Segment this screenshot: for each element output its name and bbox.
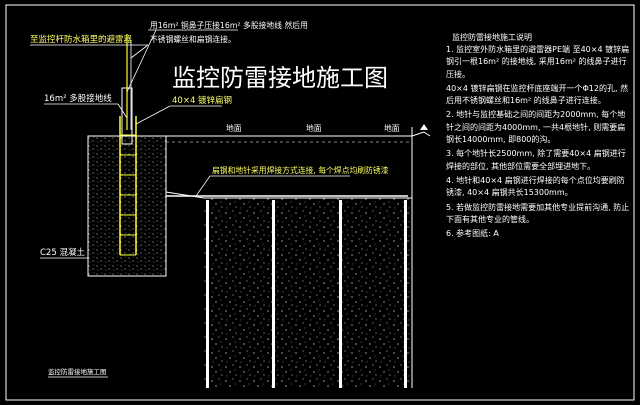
ground-rod (404, 200, 407, 388)
steel-40x4-label: 40×4 镀锌扁钢 (172, 95, 232, 106)
ground-rod (272, 200, 275, 388)
ground-rod (339, 200, 342, 388)
ground-label: 地面 (306, 123, 322, 133)
grounding-rods (206, 200, 407, 388)
construction-notes: 监控防雷接地施工说明 1. 监控室外防水箱里的避雷器PE端 至40×4 镀锌扁钢… (446, 32, 632, 240)
concrete-foundation (87, 135, 167, 277)
leader-lines (30, 29, 350, 259)
ground-rod (206, 200, 209, 388)
concrete-label: C25 混凝土 (40, 247, 85, 258)
pole-ladder (119, 34, 137, 256)
note-item: 1. 监控室外防水箱里的避雷器PE端 至40×4 镀锌扁钢引一根16m² 的接地… (446, 45, 630, 79)
ground-label: 地面 (226, 123, 242, 133)
crimp-note-1: 用16m² 铜鼻子压接16m² 多股接地线 然后用 (150, 20, 308, 30)
ground-line (166, 124, 431, 388)
weld-note: 扁钢和地针采用焊接方式连接, 每个焊点均刷防锈漆 (212, 165, 389, 175)
soil-area (204, 197, 412, 388)
note-item: 6. 参考图纸: A (446, 229, 499, 239)
note-item: 3. 每个地针长2500mm, 除了需要40×4 扁钢进行焊接的部位, 其他部位… (446, 149, 626, 171)
crimp-note-2: 不锈钢螺丝和扁钢连接。 (150, 34, 236, 44)
ground-label: 地面 (384, 123, 400, 133)
note-item: 40×4 镀锌扁钢在监控杆底座端开一个Φ12的孔, 然后用不锈钢螺丝和16m² … (446, 83, 629, 106)
notes-list: 1. 监控室外防水箱里的避雷器PE端 至40×4 镀锌扁钢引一根16m² 的接地… (446, 44, 632, 240)
drawing-frame (5, 4, 635, 401)
note-item: 4. 地针和40×4 扁钢进行焊接的每个点位均要刷防锈漆, 40×4 扁钢共长1… (446, 175, 625, 198)
wire-16-label: 16m² 多股接地线 (44, 93, 112, 104)
drawing-title: 监控防雷接地施工图 (172, 64, 388, 92)
bottom-caption: 监控防雷接地施工图 (48, 367, 107, 376)
note-item: 2. 地针与监控基础之间的间距为2000mm, 每个地针之间的间距为4000mm… (446, 110, 626, 145)
notes-heading: 监控防雷接地施工说明 (452, 32, 532, 42)
arrester-label: 至监控杆防水箱里的避雷器 (30, 34, 133, 45)
note-item: 5. 若做监控防雷接地需要加其他专业提前沟通, 防止下面有其他专业的管线。 (446, 202, 630, 224)
